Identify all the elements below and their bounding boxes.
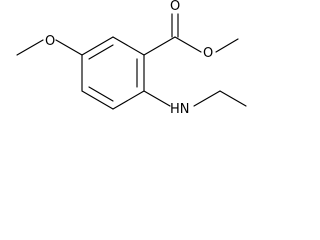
- nitrogen-to-ethyl-carbon-bond: [193, 90, 221, 107]
- ring-bond-top-right: [112, 36, 145, 56]
- ring-bond-bottom-left: [81, 90, 114, 110]
- ring-double-bond-top-left: [88, 44, 114, 60]
- ring-bond-bottom-right: [112, 90, 145, 110]
- ring-double-bond-bottom-left: [88, 86, 114, 102]
- methoxy-oxygen-to-methyl-bond: [16, 39, 44, 56]
- carbonyl-carbon-to-ester-oxygen-bond: [174, 36, 202, 53]
- ethylamino-group: HN: [143, 90, 247, 117]
- methoxy-ring-to-oxygen-bond: [55, 39, 83, 56]
- methyl-ester-group: O O: [143, 0, 239, 61]
- ring-bond-top-left: [81, 36, 114, 56]
- chemical-structure-diagram: O O O HN: [0, 0, 250, 148]
- molecule-svg: O O O HN: [16, 0, 247, 117]
- ester-oxygen-label: O: [203, 46, 213, 61]
- amine-nitrogen-label: HN: [170, 102, 190, 117]
- ethyl-carbon-to-methyl-bond: [219, 90, 247, 107]
- benzene-ring: [81, 36, 145, 110]
- ester-ring-to-carbonyl-carbon-bond: [143, 36, 176, 56]
- methoxy-oxygen-label: O: [45, 34, 55, 49]
- carbonyl-oxygen-label: O: [170, 0, 180, 14]
- methoxy-group: O: [16, 34, 83, 56]
- ring-to-nitrogen-bond: [143, 90, 171, 107]
- ester-oxygen-to-methyl-bond: [215, 38, 239, 53]
